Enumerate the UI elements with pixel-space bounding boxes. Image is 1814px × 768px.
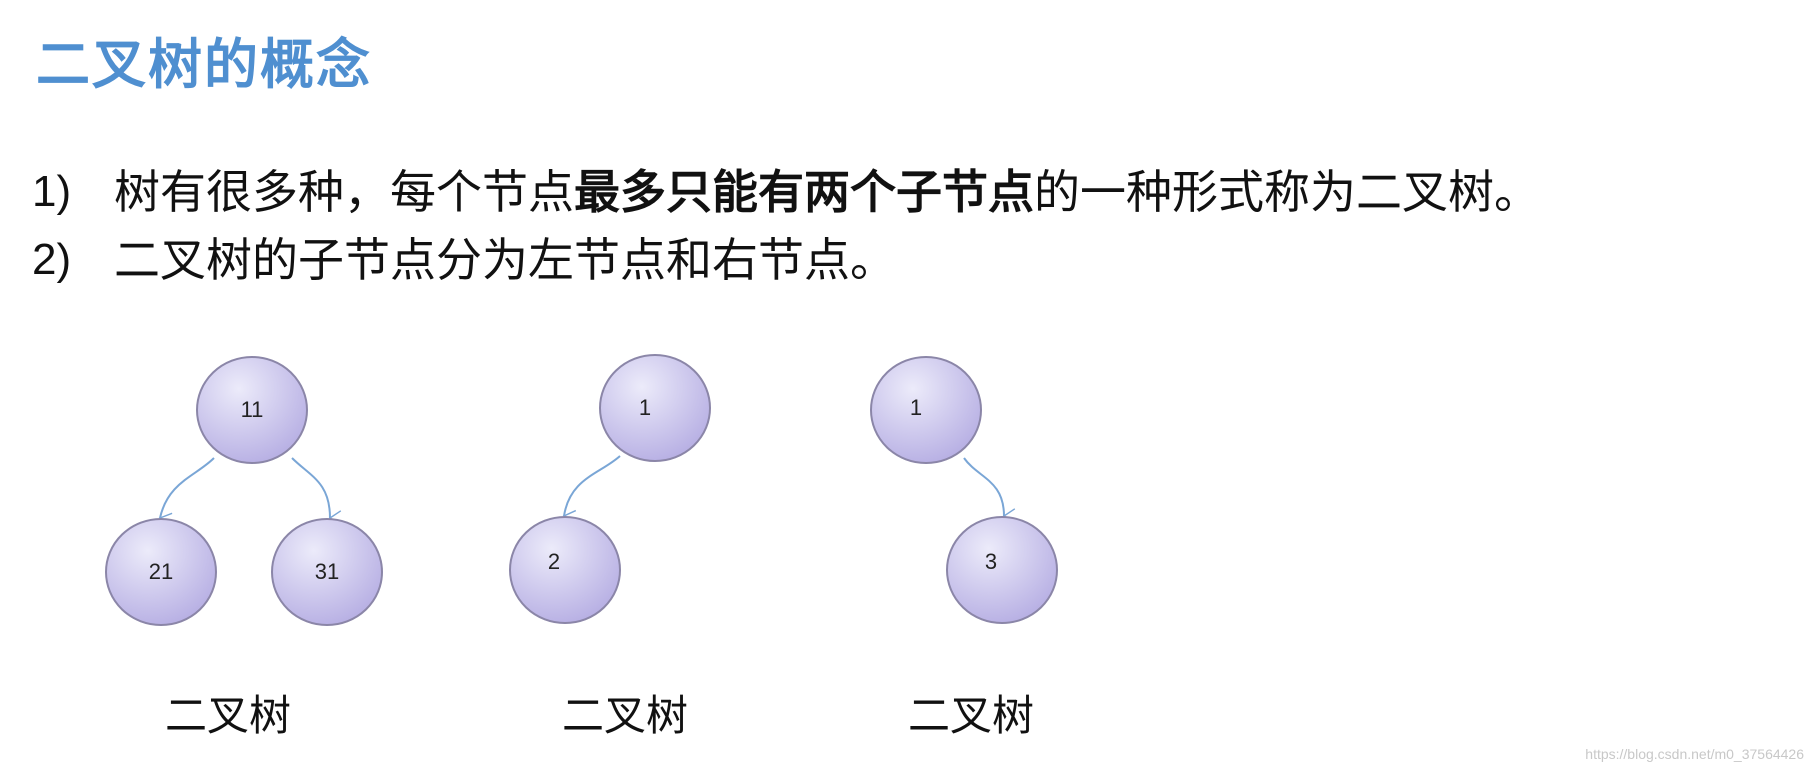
tree-1-caption: 二叉树 (165, 691, 292, 740)
bullet-number: 2) (32, 235, 72, 284)
bullet-item-2: 2) 二叉树的子节点分为左节点和右节点。 (32, 226, 1540, 294)
bullet-number: 1) (32, 167, 72, 216)
bullet-text: 二叉树的子节点分为左节点和右节点。 (114, 226, 896, 294)
bullet-list: 1) 树有很多种，每个节点最多只能有两个子节点的一种形式称为二叉树。 2) 二叉… (32, 158, 1540, 294)
tree-1-node-root: 11 (196, 356, 308, 464)
node-label: 1 (639, 395, 651, 420)
node-label: 21 (149, 559, 173, 584)
node-label: 3 (985, 549, 997, 574)
bullet-text-pre: 树有很多种，每个节点 (114, 165, 574, 219)
tree-2-edge-1-2 (562, 455, 621, 526)
node-label: 1 (910, 395, 922, 420)
bullet-text-pre: 二叉树的子节点分为左节点和右节点。 (114, 233, 896, 287)
node-label: 31 (315, 559, 339, 584)
tree-2-caption: 二叉树 (562, 691, 689, 740)
tree-1-edge-11-31 (291, 457, 342, 526)
watermark: https://blog.csdn.net/m0_37564426 (1585, 746, 1804, 762)
tree-2-node-root: 1 (599, 354, 711, 462)
tree-3-node-root: 1 (870, 356, 982, 464)
bullet-text-post: 的一种形式称为二叉树。 (1034, 165, 1540, 219)
bullet-item-1: 1) 树有很多种，每个节点最多只能有两个子节点的一种形式称为二叉树。 (32, 158, 1540, 226)
tree-1-node-left: 21 (105, 518, 217, 626)
tree-1-node-right: 31 (271, 518, 383, 626)
tree-3-edge-1-3 (963, 457, 1016, 524)
tree-3-node-right: 3 (946, 516, 1058, 624)
bullet-text-bold: 最多只能有两个子节点 (574, 165, 1034, 219)
slide-title: 二叉树的概念 (36, 33, 372, 96)
bullet-text: 树有很多种，每个节点最多只能有两个子节点的一种形式称为二叉树。 (114, 158, 1540, 226)
node-label: 11 (241, 397, 264, 422)
tree-3-caption: 二叉树 (908, 691, 1035, 740)
tree-2-node-left: 2 (509, 516, 621, 624)
tree-1-edge-11-21 (158, 457, 215, 528)
node-label: 2 (548, 549, 560, 574)
